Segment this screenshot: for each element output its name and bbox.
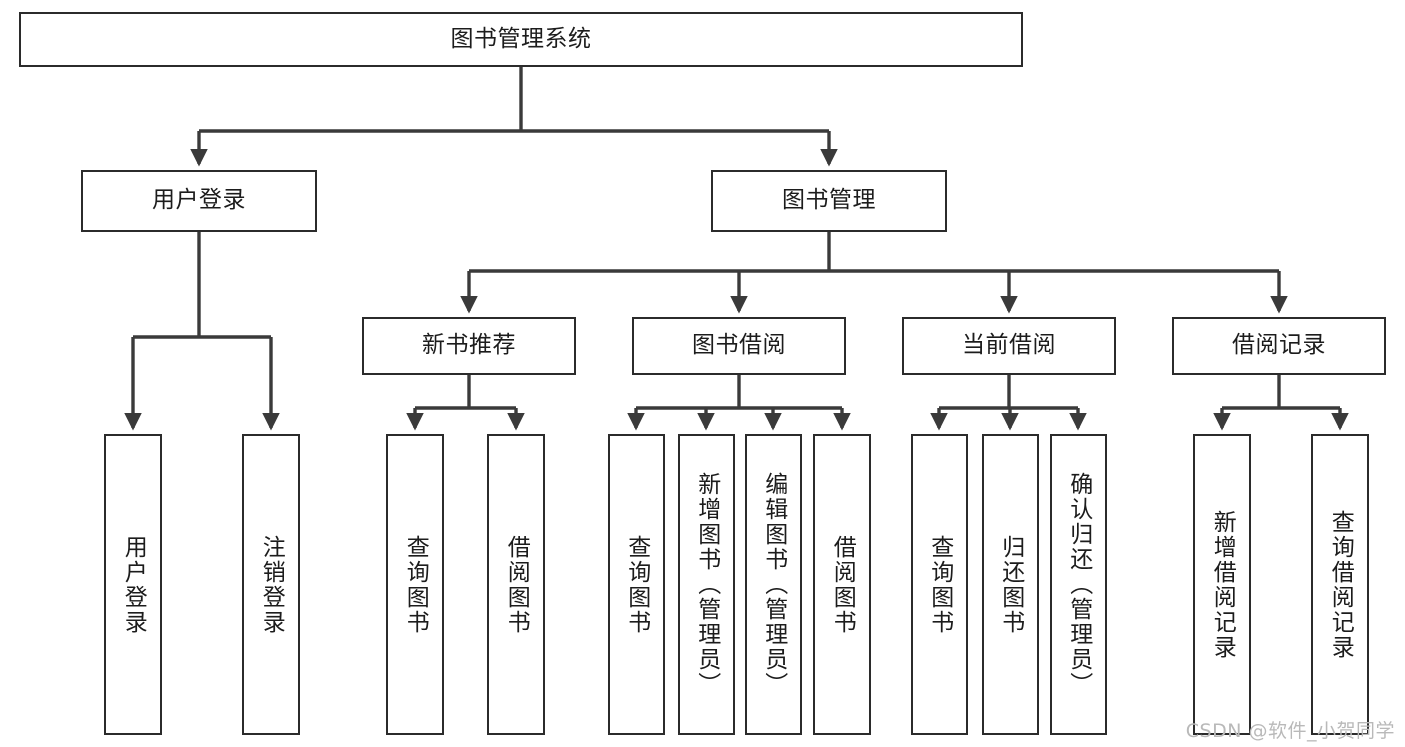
node-leaf-query-book-current[interactable]: 查询图书 <box>911 434 968 735</box>
node-book-manage-label: 图书管理 <box>782 187 876 214</box>
node-leaf-add-book-admin[interactable]: 新增图书（管理员） <box>678 434 735 735</box>
node-leaf-edit-book-admin-label: 编辑图书（管理员） <box>760 472 787 697</box>
node-book-manage[interactable]: 图书管理 <box>711 170 947 232</box>
node-user-login[interactable]: 用户登录 <box>81 170 317 232</box>
node-leaf-borrow-book-label: 借阅图书 <box>829 534 856 635</box>
node-leaf-add-borrow-record-label: 新增借阅记录 <box>1209 509 1236 660</box>
node-leaf-query-borrow-record-label: 查询借阅记录 <box>1327 509 1354 660</box>
node-borrow-record[interactable]: 借阅记录 <box>1172 317 1386 375</box>
node-current-borrow-label: 当前借阅 <box>962 332 1056 359</box>
node-leaf-borrow-book-recommend[interactable]: 借阅图书 <box>487 434 545 735</box>
node-leaf-add-borrow-record[interactable]: 新增借阅记录 <box>1193 434 1251 735</box>
node-leaf-confirm-return-admin[interactable]: 确认归还（管理员） <box>1050 434 1107 735</box>
node-new-book-recommend-label: 新书推荐 <box>422 332 516 359</box>
node-leaf-confirm-return-admin-label: 确认归还（管理员） <box>1065 472 1092 697</box>
node-new-book-recommend[interactable]: 新书推荐 <box>362 317 576 375</box>
node-user-login-label: 用户登录 <box>152 187 246 214</box>
node-book-borrow[interactable]: 图书借阅 <box>632 317 846 375</box>
node-leaf-return-book[interactable]: 归还图书 <box>982 434 1039 735</box>
watermark-text: CSDN @软件_小贺同学 <box>1185 720 1395 742</box>
node-leaf-return-book-label: 归还图书 <box>997 534 1024 635</box>
node-book-borrow-label: 图书借阅 <box>692 332 786 359</box>
node-leaf-query-book-borrow[interactable]: 查询图书 <box>608 434 665 735</box>
node-borrow-record-label: 借阅记录 <box>1232 332 1326 359</box>
node-leaf-query-book-borrow-label: 查询图书 <box>623 534 650 635</box>
node-leaf-user-login[interactable]: 用户登录 <box>104 434 162 735</box>
node-leaf-add-book-admin-label: 新增图书（管理员） <box>693 472 720 697</box>
node-leaf-user-login-label: 用户登录 <box>120 534 147 635</box>
node-leaf-query-book-current-label: 查询图书 <box>926 534 953 635</box>
node-leaf-borrow-book-recommend-label: 借阅图书 <box>503 534 530 635</box>
node-leaf-user-logout[interactable]: 注销登录 <box>242 434 300 735</box>
node-leaf-query-book-recommend-label: 查询图书 <box>402 534 429 635</box>
node-leaf-borrow-book[interactable]: 借阅图书 <box>813 434 871 735</box>
node-leaf-query-book-recommend[interactable]: 查询图书 <box>386 434 444 735</box>
node-leaf-user-logout-label: 注销登录 <box>258 534 285 635</box>
node-current-borrow[interactable]: 当前借阅 <box>902 317 1116 375</box>
node-root-label: 图书管理系统 <box>450 25 592 52</box>
node-leaf-edit-book-admin[interactable]: 编辑图书（管理员） <box>745 434 802 735</box>
node-root[interactable]: 图书管理系统 <box>19 12 1023 67</box>
node-leaf-query-borrow-record[interactable]: 查询借阅记录 <box>1311 434 1369 735</box>
